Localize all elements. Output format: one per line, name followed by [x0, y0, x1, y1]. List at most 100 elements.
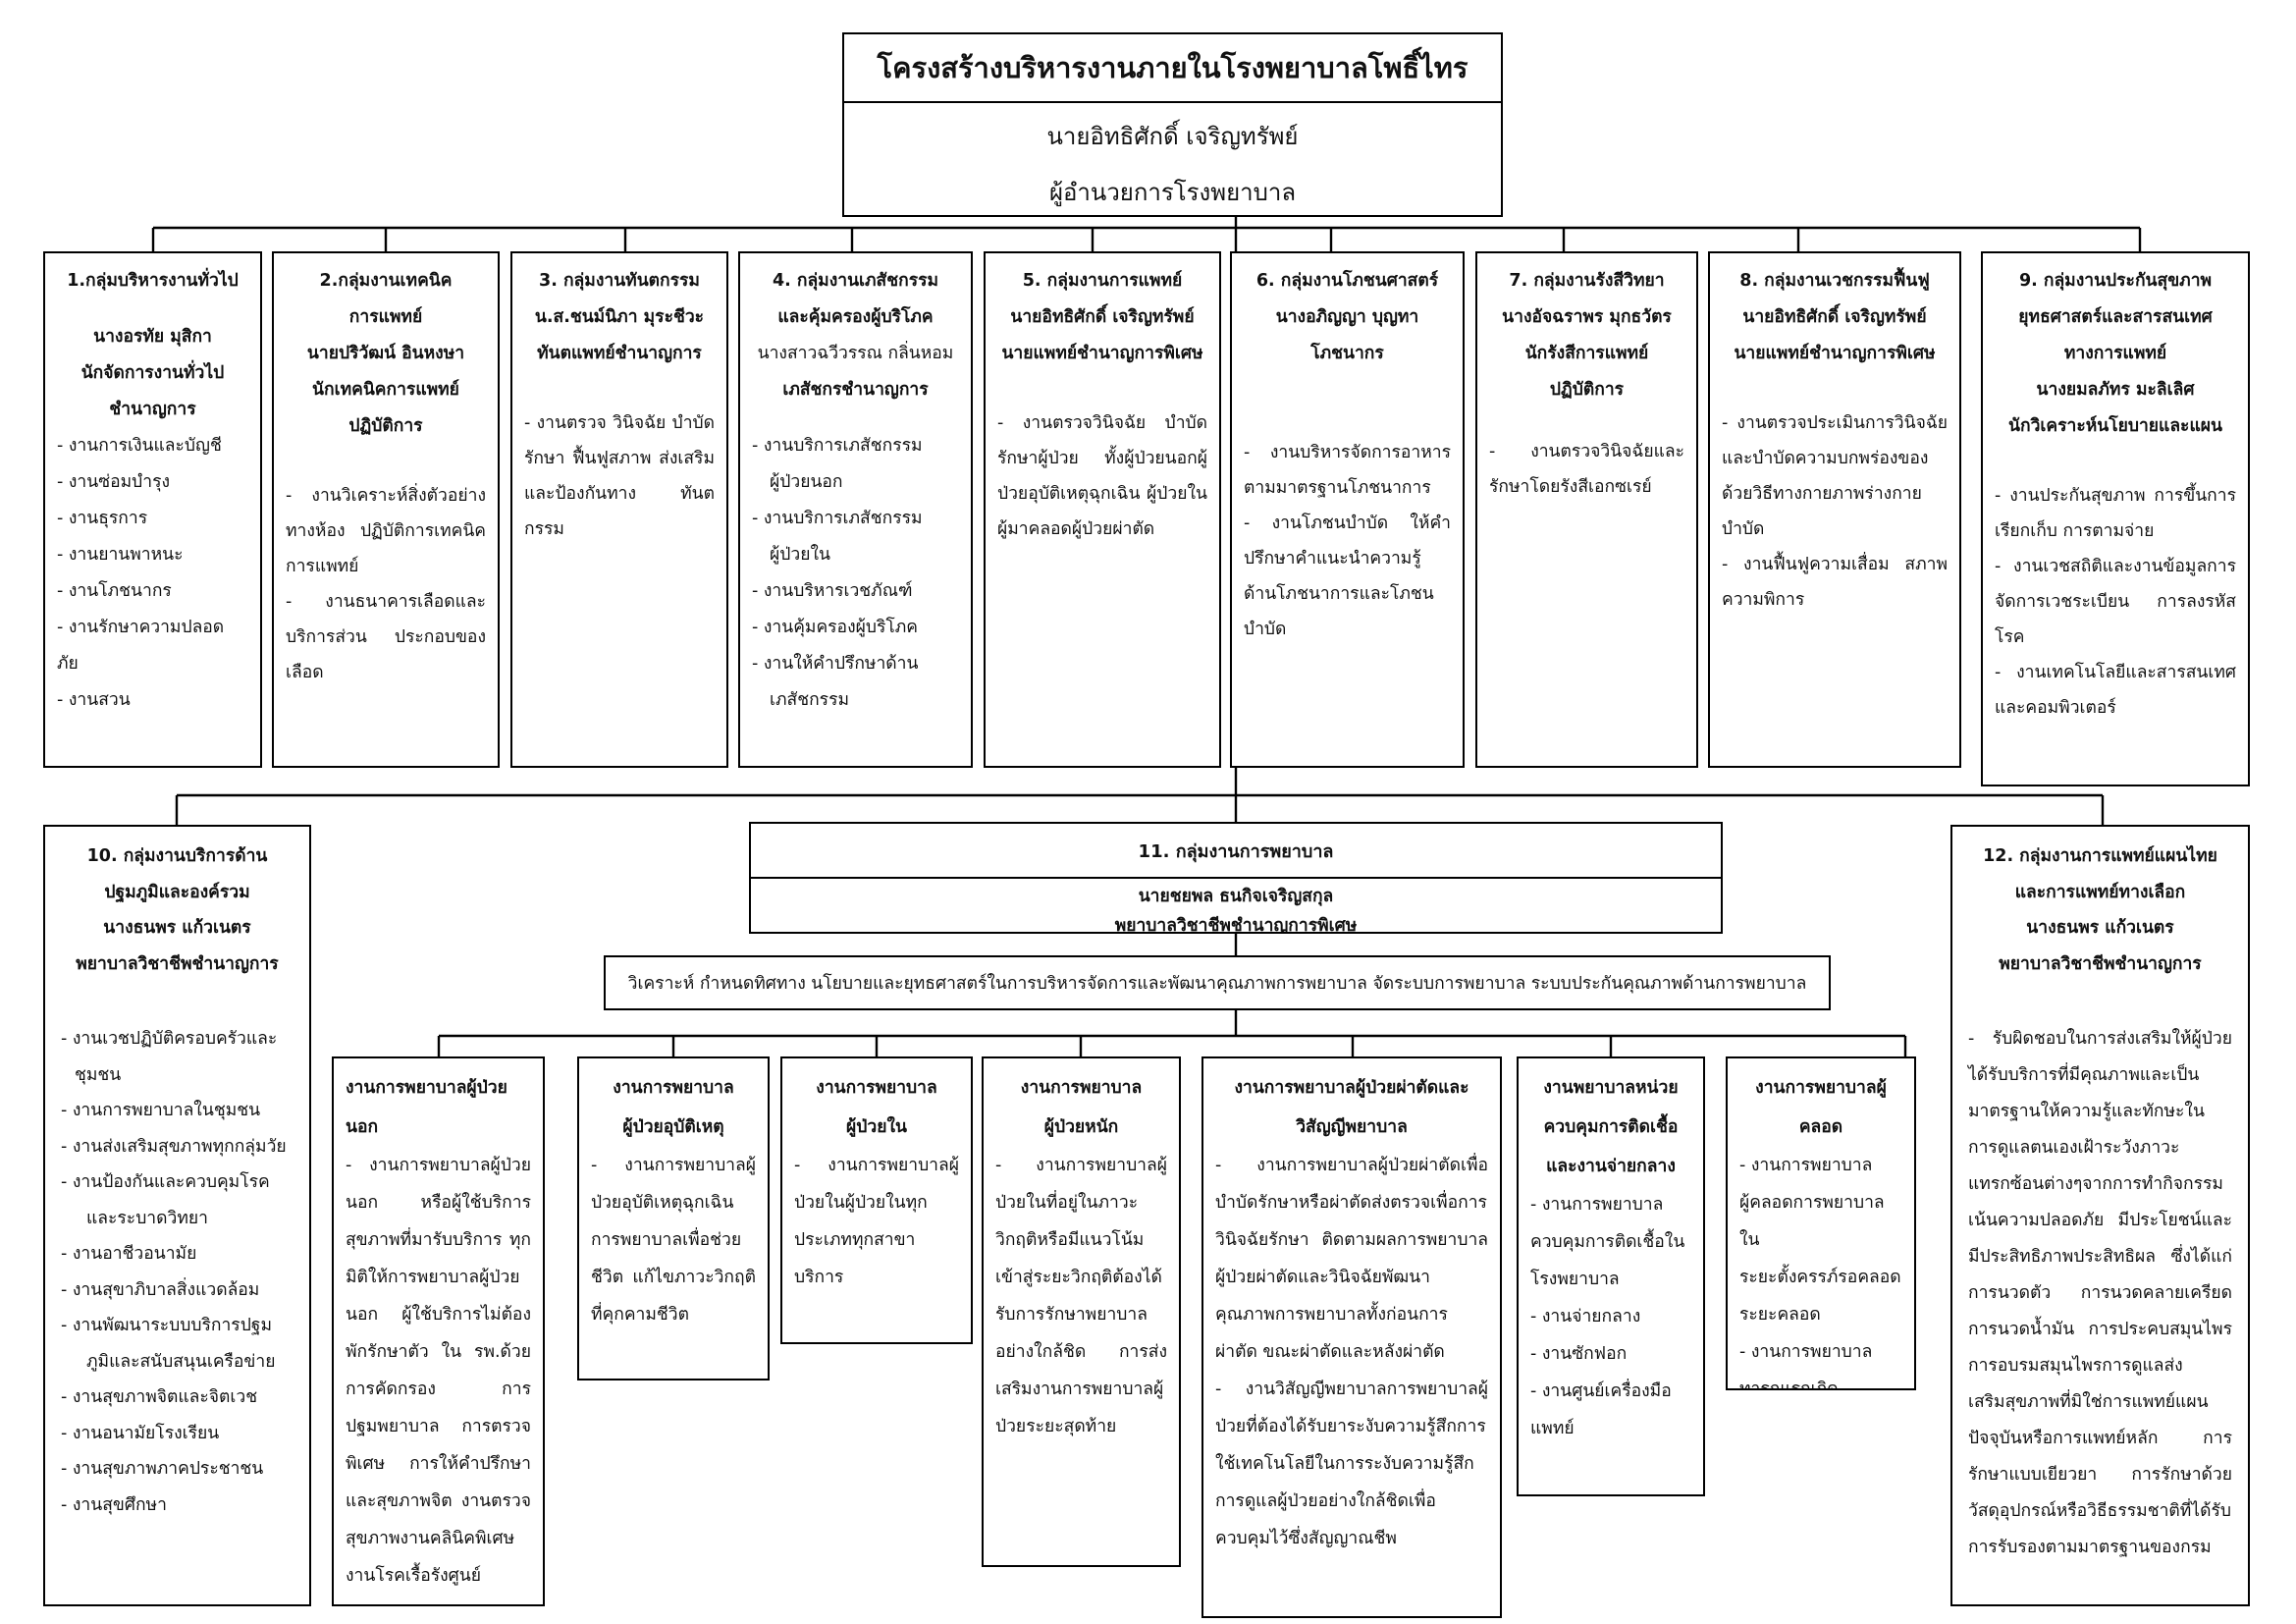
list-item: - งานซักฟอก — [1530, 1344, 1628, 1364]
list-item: - งานสุขภาพจิตและจิตเวช — [61, 1387, 258, 1407]
list-item: แพทย์ — [1530, 1419, 1575, 1438]
list-item: - งานบริหารเวชภัณฑ์ — [752, 581, 913, 601]
ward-icu: งานการพยาบาล ผู้ป่วยหนัก - งานการพยาบาลผ… — [982, 1056, 1181, 1567]
list-item: ทารกแรกเกิด — [1739, 1380, 1839, 1390]
ward-title: ผู้ป่วยหนัก — [1043, 1117, 1119, 1137]
list-item: - งานสุขภาพภาคประชาชน — [61, 1459, 264, 1479]
group-dental: 3. กลุ่มงานทันตกรรม น.ส.ชนม์นิภา มุระชีว… — [510, 251, 728, 768]
duty-text: - งานการพยาบาลผู้ป่วยผ่าตัดเพื่อบำบัดรัก… — [1215, 1156, 1488, 1362]
group-head-name: น.ส.ชนม์นิภา มุระชีวะ — [534, 307, 705, 327]
group-head-position: นายแพทย์ชำนาญการพิเศษ — [1734, 344, 1936, 363]
list-item: และระบาดวิทยา — [86, 1208, 208, 1228]
list-item: - งานบริการเภสัชกรรม — [752, 509, 923, 528]
group-title: 2.กลุ่มงานเทคนิค — [319, 271, 453, 291]
ward-title: งานพยาบาลหน่วย — [1543, 1078, 1679, 1098]
duty-text: - งานธนาคารเลือดและบริการส่วน ประกอบของเ… — [286, 592, 486, 682]
list-item: เภสัชกรรม — [770, 690, 850, 710]
ward-title: และงานจ่ายกลาง — [1546, 1157, 1676, 1176]
group-title: 6. กลุ่มงานโภชนศาสตร์ — [1255, 271, 1439, 291]
group-title: ยุทธศาสตร์และสารสนเทศ — [2018, 307, 2213, 327]
group-general-admin: 1.กลุ่มบริหารงานทั่วไป นางอรทัย มุสิกา น… — [43, 251, 262, 768]
ward-title: งานการพยาบาล — [816, 1078, 937, 1098]
group-title: 4. กลุ่มงานเภสัชกรรม — [772, 271, 939, 291]
group-title: 12. กลุ่มงานการแพทย์แผนไทย — [1983, 846, 2217, 866]
group-primary-care: 10. กลุ่มงานบริการด้าน ปฐมภูมิและองค์รวม… — [43, 825, 311, 1606]
group-medical: 5. กลุ่มงานการแพทย์ นายอิทธิศักดิ์ เจริญ… — [984, 251, 1221, 768]
list-item: - งานศูนย์เครื่องมือ — [1530, 1381, 1672, 1401]
group-head-name: นางสาวฉวีวรรณ กลิ่นหอม — [757, 344, 954, 363]
duty-text: - งานวิเคราะห์สิ่งตัวอย่างทางห้อง ปฏิบัต… — [286, 486, 486, 576]
group-head-position: นักวิเคราะห์นโยบายและแผน — [2008, 416, 2222, 436]
ward-title: ผู้ป่วยใน — [846, 1117, 907, 1137]
ward-title: ผู้ป่วยอุบัติเหตุ — [622, 1117, 724, 1137]
group-head-name: นางอัจฉราพร มุกธวัตร — [1502, 307, 1672, 327]
group-title: 11. กลุ่มงานการพยาบาล — [751, 824, 1721, 879]
list-item: - งานธุรการ — [57, 509, 148, 528]
list-item: โรงพยาบาล — [1530, 1270, 1620, 1289]
list-item: - งานการพยาบาล — [1739, 1156, 1873, 1175]
group-title: 5. กลุ่มงานการแพทย์ — [1022, 271, 1183, 291]
group-head-position: ปฏิบัติการ — [1549, 380, 1625, 400]
group-head-name: นายอิทธิศักดิ์ เจริญทรัพย์ — [1010, 307, 1195, 327]
ward-inpatient: งานการพยาบาล ผู้ป่วยใน - งานการพยาบาลผู้… — [780, 1056, 973, 1344]
list-item: - งานพัฒนาระบบบริการปฐม — [61, 1316, 272, 1335]
ward-title: งานการพยาบาล — [613, 1078, 734, 1098]
list-item: - งานส่งเสริมสุขภาพทุกกลุ่มวัย — [61, 1136, 287, 1157]
duty-text: - งานการพยาบาลผู้ป่วยในผู้ป่วยในทุกประเภ… — [794, 1156, 959, 1287]
group-head-position: นักรังสีการแพทย์ — [1524, 344, 1649, 363]
list-item: - งานจ่ายกลาง — [1530, 1307, 1641, 1326]
ward-title: คลอด — [1798, 1117, 1843, 1137]
group-head-name: นางธนพร แก้วเนตร — [2026, 918, 2174, 938]
director-name: นายอิทธิศักดิ์ เจริญทรัพย์ — [1046, 123, 1299, 150]
list-item: ภัย — [57, 654, 79, 674]
list-item: - งานให้คำปรึกษาด้าน — [752, 654, 919, 674]
duty-text: - งานการพยาบาลผู้ป่วยนอก หรือผู้ใช้บริกา… — [346, 1156, 531, 1586]
ward-title: งานการพยาบาลผู้ — [1755, 1078, 1887, 1098]
group-title: การแพทย์ — [348, 307, 423, 327]
group-medical-technology: 2.กลุ่มงานเทคนิค การแพทย์ นายปริวัฒน์ อิ… — [272, 251, 500, 768]
list-item: - งานซ่อมบำรุง — [57, 472, 171, 492]
list-item: ผู้ป่วยนอก — [770, 472, 843, 492]
duty-text: - งานเทคโนโลยีและสารสนเทศและคอมพิวเตอร์ — [1995, 663, 2236, 718]
ward-title: งานการพยาบาล — [1020, 1078, 1143, 1098]
duty-text: - งานการพยาบาลผู้ป่วยอุบัติเหตุฉุกเฉิน ก… — [591, 1156, 756, 1325]
group-head-position: พยาบาลวิชาชีพชำนาญการ — [1999, 953, 2202, 974]
group-head-name: นางอรทัย มุสิกา — [93, 327, 212, 347]
group-head-position: เภสัชกรชำนาญการ — [782, 380, 929, 400]
duty-text: - งานตรวจ วินิจฉัย บำบัดรักษา ฟื้นฟูสภาพ… — [524, 413, 715, 539]
duty-text: - งานตรวจประเมินการวินิจฉัย และบำบัดความ… — [1722, 413, 1948, 539]
ward-title: นอก — [346, 1117, 379, 1137]
duty-text: - งานฟื้นฟูความเสื่อม สภาพ ความพิการ — [1722, 555, 1948, 610]
group-head-position: นักจัดการงานทั่วไป — [80, 363, 225, 383]
group-head-position: นายแพทย์ชำนาญการพิเศษ — [1001, 344, 1203, 363]
group-title: 10. กลุ่มงานบริการด้าน — [86, 846, 268, 866]
group-head-name: นางอภิญญา บุญทา — [1275, 307, 1419, 327]
group-title: ทางการแพทย์ — [2063, 344, 2167, 363]
duty-text: - งานประกันสุขภาพ การขึ้นการเรียกเก็บ กา… — [1995, 486, 2236, 541]
group-title: 8. กลุ่มงานเวชกรรมฟื้นฟู — [1739, 271, 1930, 291]
group-title: ปฐมภูมิและองค์รวม — [104, 882, 250, 902]
group-head-name: นางยมลภัทร มะลิเลิศ — [2036, 380, 2195, 400]
ward-title: วิสัญญีพยาบาล — [1296, 1117, 1408, 1137]
group-thai-traditional-medicine: 12. กลุ่มงานการแพทย์แผนไทย และการแพทย์ทา… — [1950, 825, 2250, 1606]
group-rehabilitation: 8. กลุ่มงานเวชกรรมฟื้นฟู นายอิทธิศักดิ์ … — [1708, 251, 1961, 768]
list-item: - งานโภชนากร — [57, 581, 172, 601]
group-head-position: นักเทคนิคการแพทย์ — [312, 380, 459, 400]
duty-text: - งานวิสัญญีพยาบาลการพยาบาลผู้ป่วยที่ต้อ… — [1215, 1380, 1488, 1548]
group-title: 9. กลุ่มงานประกันสุขภาพ — [2018, 271, 2213, 291]
list-item: - งานป้องกันและควบคุมโรค — [61, 1172, 270, 1192]
duty-text: - งานตรวจวินิจฉัยและรักษาโดยรังสีเอกซเรย… — [1489, 442, 1684, 497]
list-item: ควบคุมการติดเชื้อใน — [1530, 1232, 1685, 1252]
group-head-name: นายปริวัฒน์ อินหงษา — [306, 344, 465, 363]
nursing-mission: วิเคราะห์ กำหนดทิศทาง นโยบายและยุทธศาสตร… — [604, 955, 1831, 1010]
group-nursing: 11. กลุ่มงานการพยาบาล นายชยพล ธนกิจเจริญ… — [749, 822, 1723, 934]
list-item: ระยะคลอด — [1739, 1305, 1821, 1325]
duty-text: - รับผิดชอบในการส่งเสริมให้ผู้ป่วยได้รับ… — [1968, 1029, 2232, 1557]
list-item: - งานสวน — [57, 690, 131, 710]
list-item: - งานยานพาหนะ — [57, 545, 184, 565]
group-head-name: นางธนพร แก้วเนตร — [103, 918, 251, 938]
group-head-position: ทันตแพทย์ชำนาญการ — [537, 344, 702, 363]
group-head-position: ปฏิบัติการ — [348, 416, 423, 436]
director-box: โครงสร้างบริหารงานภายในโรงพยาบาลโพธิ์ไทร… — [842, 32, 1503, 217]
